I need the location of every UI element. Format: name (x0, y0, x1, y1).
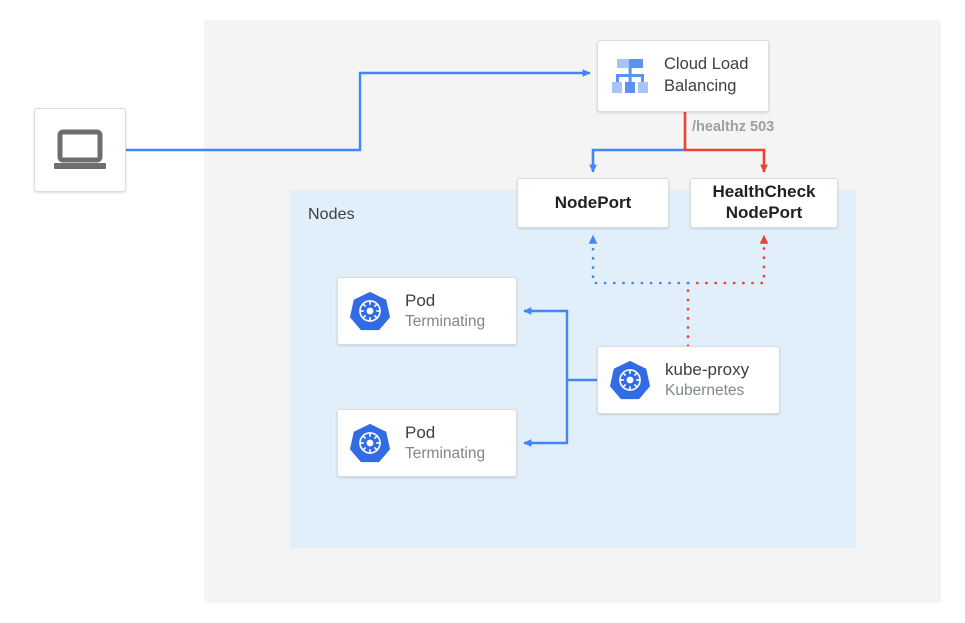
pod-text: Pod Terminating (405, 290, 485, 333)
pod-card[interactable]: Pod Terminating (337, 277, 517, 345)
cloud-load-balancing-icon (608, 56, 652, 96)
kubernetes-icon (349, 422, 391, 464)
kubernetes-icon (349, 290, 391, 332)
pod-status: Terminating (405, 444, 486, 462)
kube-proxy-subtitle: Kubernetes (665, 381, 745, 399)
pod-title: Pod (405, 290, 436, 310)
healthcheck-nodeport-card[interactable]: HealthCheck NodePort (690, 178, 838, 228)
nodeport-label: NodePort (554, 192, 632, 212)
cloud-load-balancing-text: Cloud Load Balancing (664, 54, 768, 98)
kube-proxy-card[interactable]: kube-proxy Kubernetes (597, 346, 780, 414)
pod-text: Pod Terminating (405, 422, 485, 465)
nodeport-card[interactable]: NodePort (517, 178, 669, 228)
healthcheck-nodeport-label-group: HealthCheck NodePort (713, 182, 816, 223)
healthcheck-nodeport-label-line2: NodePort (725, 203, 803, 222)
healthz-status-label: /healthz 503 (692, 119, 775, 135)
cloud-load-balancing-title: Cloud Load Balancing (664, 55, 749, 95)
kube-proxy-title: kube-proxy (665, 359, 750, 379)
cloud-load-balancing-card[interactable]: Cloud Load Balancing (597, 40, 769, 112)
pod-title: Pod (405, 422, 436, 442)
client-device-card[interactable] (34, 108, 126, 192)
kube-proxy-text: kube-proxy Kubernetes (665, 359, 749, 402)
pod-status: Terminating (405, 312, 486, 330)
pod-card[interactable]: Pod Terminating (337, 409, 517, 477)
healthcheck-nodeport-label-line1: HealthCheck (712, 182, 816, 202)
nodes-panel-label: Nodes (308, 206, 355, 223)
kubernetes-icon (609, 359, 651, 401)
laptop-icon (52, 128, 108, 172)
